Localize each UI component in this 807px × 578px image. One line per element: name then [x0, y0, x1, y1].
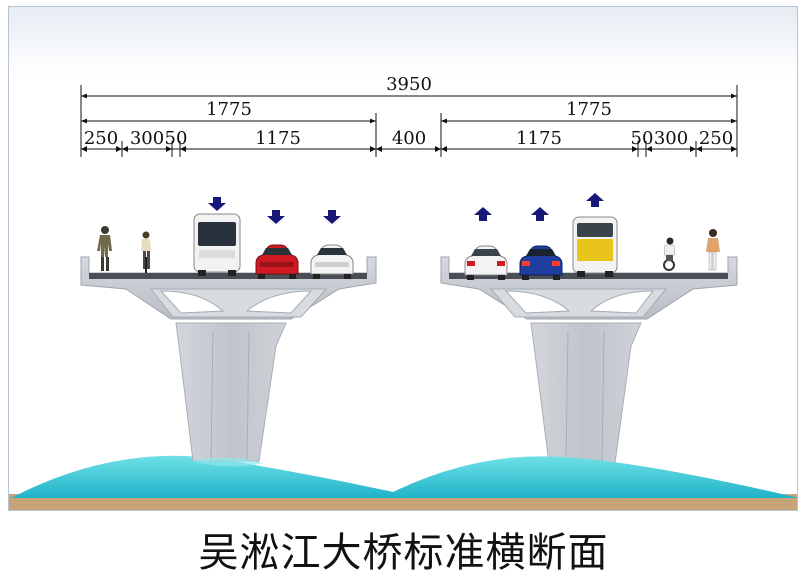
dim-left-seg-4: 1175 [255, 128, 301, 149]
dim-median: 400 [392, 128, 426, 149]
car-blue-right [519, 245, 563, 280]
water-highlight [191, 457, 263, 467]
dim-right-seg-1: 1175 [516, 128, 562, 149]
girder-left [80, 256, 377, 320]
arrow-up-icon [586, 193, 604, 207]
girder-right [440, 256, 738, 320]
cyclist-left [141, 231, 151, 273]
arrow-up-icon [531, 207, 549, 221]
dim-right-seg-3: 300 [654, 128, 688, 149]
pier-left [175, 322, 287, 462]
dim-total: 3950 [386, 74, 432, 95]
arrow-down-icon [208, 197, 226, 211]
dim-right-seg-4: 250 [699, 128, 733, 149]
dim-right-half: 1775 [566, 99, 612, 120]
arrow-up-icon [474, 207, 492, 221]
dim-left-half: 1775 [206, 99, 252, 120]
cyclist-right [663, 237, 676, 271]
arrow-down-icon [267, 210, 285, 224]
dim-left-seg-2: 300 [130, 128, 164, 149]
bus-left [193, 213, 241, 276]
car-white-right [464, 245, 508, 280]
dim-right-seg-2: 50 [631, 128, 654, 149]
dimension-arrowheads [81, 146, 737, 152]
bridge-cross-section: 3950 1775 1775 250 300 50 1175 400 1175 … [9, 74, 797, 510]
diagram-frame: 3950 1775 1775 250 300 50 1175 400 1175 … [8, 6, 798, 511]
water-mound-left [11, 455, 421, 498]
bus-right [572, 216, 618, 277]
dim-left-seg-1: 250 [84, 128, 118, 149]
direction-arrows [208, 193, 604, 224]
pier-right [530, 322, 642, 464]
car-red-left [255, 244, 299, 279]
dim-left-seg-3: 50 [165, 128, 188, 149]
car-white-left [310, 244, 354, 279]
diagram-caption: 吴淞江大桥标准横断面 [198, 530, 609, 576]
pedestrian-right [706, 229, 720, 271]
pedestrian-left [97, 226, 112, 271]
arrow-down-icon [323, 210, 341, 224]
dimension-labels: 3950 1775 1775 250 300 50 1175 400 1175 … [84, 74, 733, 149]
water-mound-right [381, 456, 797, 498]
